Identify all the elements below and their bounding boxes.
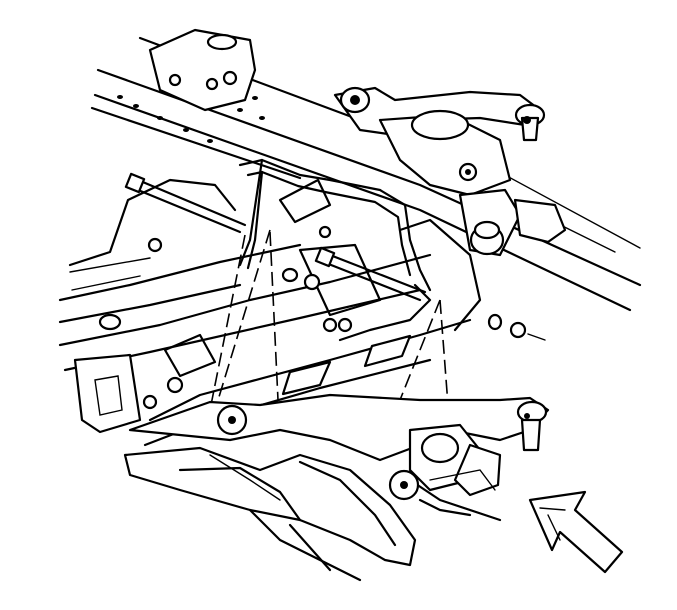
- bolt-left: [124, 172, 247, 234]
- crossmember: [58, 178, 432, 434]
- frame-rail-holes: [117, 95, 265, 143]
- upper-control-arm: [333, 86, 546, 197]
- bumper-mount: [458, 188, 567, 257]
- upper-mount-bracket: [148, 28, 257, 112]
- stabilizer-bar: [238, 158, 432, 342]
- lower-arm-underside: [123, 446, 502, 582]
- bolt-middle: [314, 246, 427, 302]
- alignment-lines: [209, 229, 449, 411]
- direction-arrow: [528, 490, 624, 574]
- nuts-washers: [281, 267, 546, 341]
- center-bracket: [143, 218, 482, 447]
